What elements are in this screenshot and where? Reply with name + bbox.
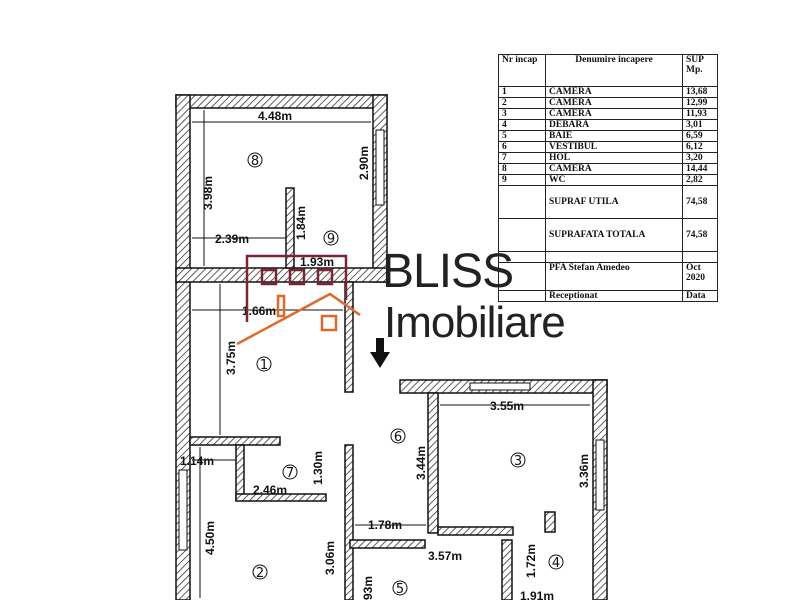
room-1-label: 1 [260, 358, 268, 373]
svg-text:2.46m: 2.46m [253, 483, 287, 497]
svg-text:2.39m: 2.39m [215, 232, 249, 246]
room-2-label: 2 [256, 566, 264, 581]
svg-text:1.78m: 1.78m [368, 518, 402, 532]
logo-icon [236, 254, 361, 346]
room-7-label: 7 [286, 466, 294, 481]
svg-text:2.90m: 2.90m [357, 146, 371, 180]
svg-text:3.36m: 3.36m [577, 454, 591, 488]
svg-text:4.50m: 4.50m [203, 521, 217, 555]
svg-text:3.75m: 3.75m [224, 341, 238, 375]
room-numbers [247, 152, 564, 596]
svg-text:1.66m: 1.66m [242, 304, 276, 318]
svg-text:3.44m: 3.44m [414, 446, 428, 480]
svg-text:3.57m: 3.57m [428, 549, 462, 563]
svg-text:1.84m: 1.84m [294, 206, 308, 240]
svg-text:4.48m: 4.48m [258, 109, 292, 123]
svg-text:1.72m: 1.72m [524, 544, 538, 578]
svg-text:3.06m: 3.06m [323, 541, 337, 575]
entrance-arrow-icon [370, 338, 390, 368]
windows [178, 129, 605, 551]
dimension-labels: 4.48m 2.90m 3.98m 2.39m 1.84m 1.93m 1.66… [180, 109, 591, 600]
room-4-label: 4 [552, 556, 560, 571]
svg-text:1.91m: 1.91m [520, 589, 554, 600]
room-5-label: 5 [396, 582, 404, 597]
svg-text:1.30m: 1.30m [311, 451, 325, 485]
svg-text:3.98m: 3.98m [201, 176, 215, 210]
svg-text:1.93m: 1.93m [300, 255, 334, 269]
dimension-lines [192, 110, 590, 598]
svg-text:1.14m: 1.14m [180, 454, 214, 468]
room-3-label: 3 [514, 454, 522, 469]
room-6-label: 6 [394, 430, 402, 445]
room-8-label: 8 [251, 154, 259, 169]
svg-text:3.55m: 3.55m [490, 399, 524, 413]
logo-text-bliss: BLISS [382, 245, 514, 298]
logo-text-imobiliare: Imobiliare [384, 298, 566, 347]
room-9-label: 9 [327, 232, 335, 247]
svg-text:93m: 93m [361, 576, 375, 600]
